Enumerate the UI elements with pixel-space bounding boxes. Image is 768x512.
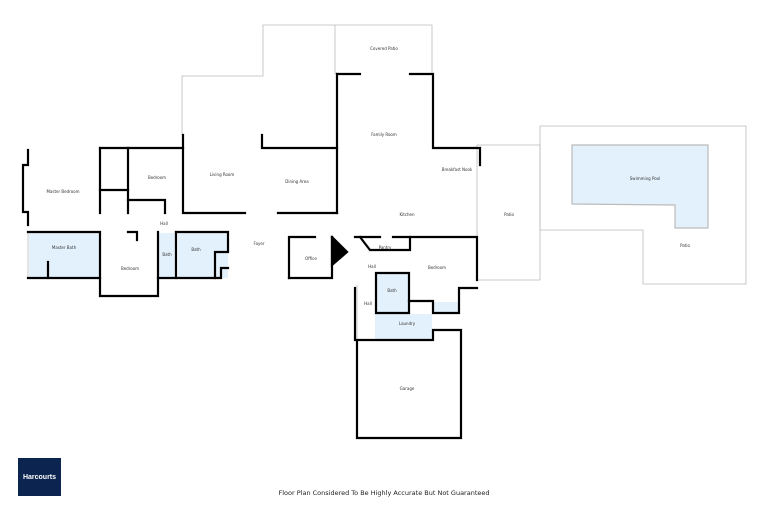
room-label: Laundry — [399, 321, 416, 326]
room-label: Bedroom — [148, 175, 166, 180]
bath-2-fill — [178, 233, 228, 278]
pool-fill — [571, 144, 709, 229]
room-label: Hall — [364, 301, 372, 306]
room-label: Bath — [162, 252, 172, 257]
bath-1-fill — [159, 233, 176, 278]
room-label: Swimming Pool — [630, 176, 660, 181]
harcourts-logo: Harcourts — [18, 458, 61, 496]
master-bath-fill — [29, 233, 99, 278]
room-label: Kitchen — [399, 212, 414, 217]
logo-text: Harcourts — [22, 473, 57, 481]
room-labels: Covered Patio Family Room Living Room Di… — [46, 46, 690, 391]
room-label: Office — [305, 256, 317, 261]
room-label: Dining Area — [285, 179, 309, 184]
room-label: Foyer — [253, 241, 264, 246]
outdoor-outlines — [27, 24, 747, 340]
room-label: Patio — [504, 212, 514, 217]
closet-fill — [434, 302, 458, 312]
room-label: Hall — [368, 264, 376, 269]
room-label: Bedroom — [121, 266, 139, 271]
room-label: Living Room — [210, 172, 235, 177]
room-label: Master Bath — [52, 245, 77, 250]
room-label: Bath — [387, 288, 397, 293]
room-label: Pantry — [379, 245, 392, 250]
disclaimer-text: Floor Plan Considered To Be Highly Accur… — [278, 489, 490, 497]
room-label: Family Room — [371, 132, 397, 137]
room-label: Bath — [191, 247, 201, 252]
room-label: Covered Patio — [370, 46, 398, 51]
wet-areas — [29, 144, 709, 340]
room-label: Hall — [160, 221, 168, 226]
room-label: Master Bedroom — [46, 189, 79, 194]
walls — [21, 72, 482, 440]
bath-3-fill — [377, 273, 409, 313]
laundry-fill — [375, 314, 432, 340]
room-label: Garage — [400, 386, 415, 391]
room-label: Breakfast Nook — [442, 167, 473, 172]
room-label: Patio — [680, 243, 690, 248]
room-label: Bedroom — [428, 265, 446, 270]
